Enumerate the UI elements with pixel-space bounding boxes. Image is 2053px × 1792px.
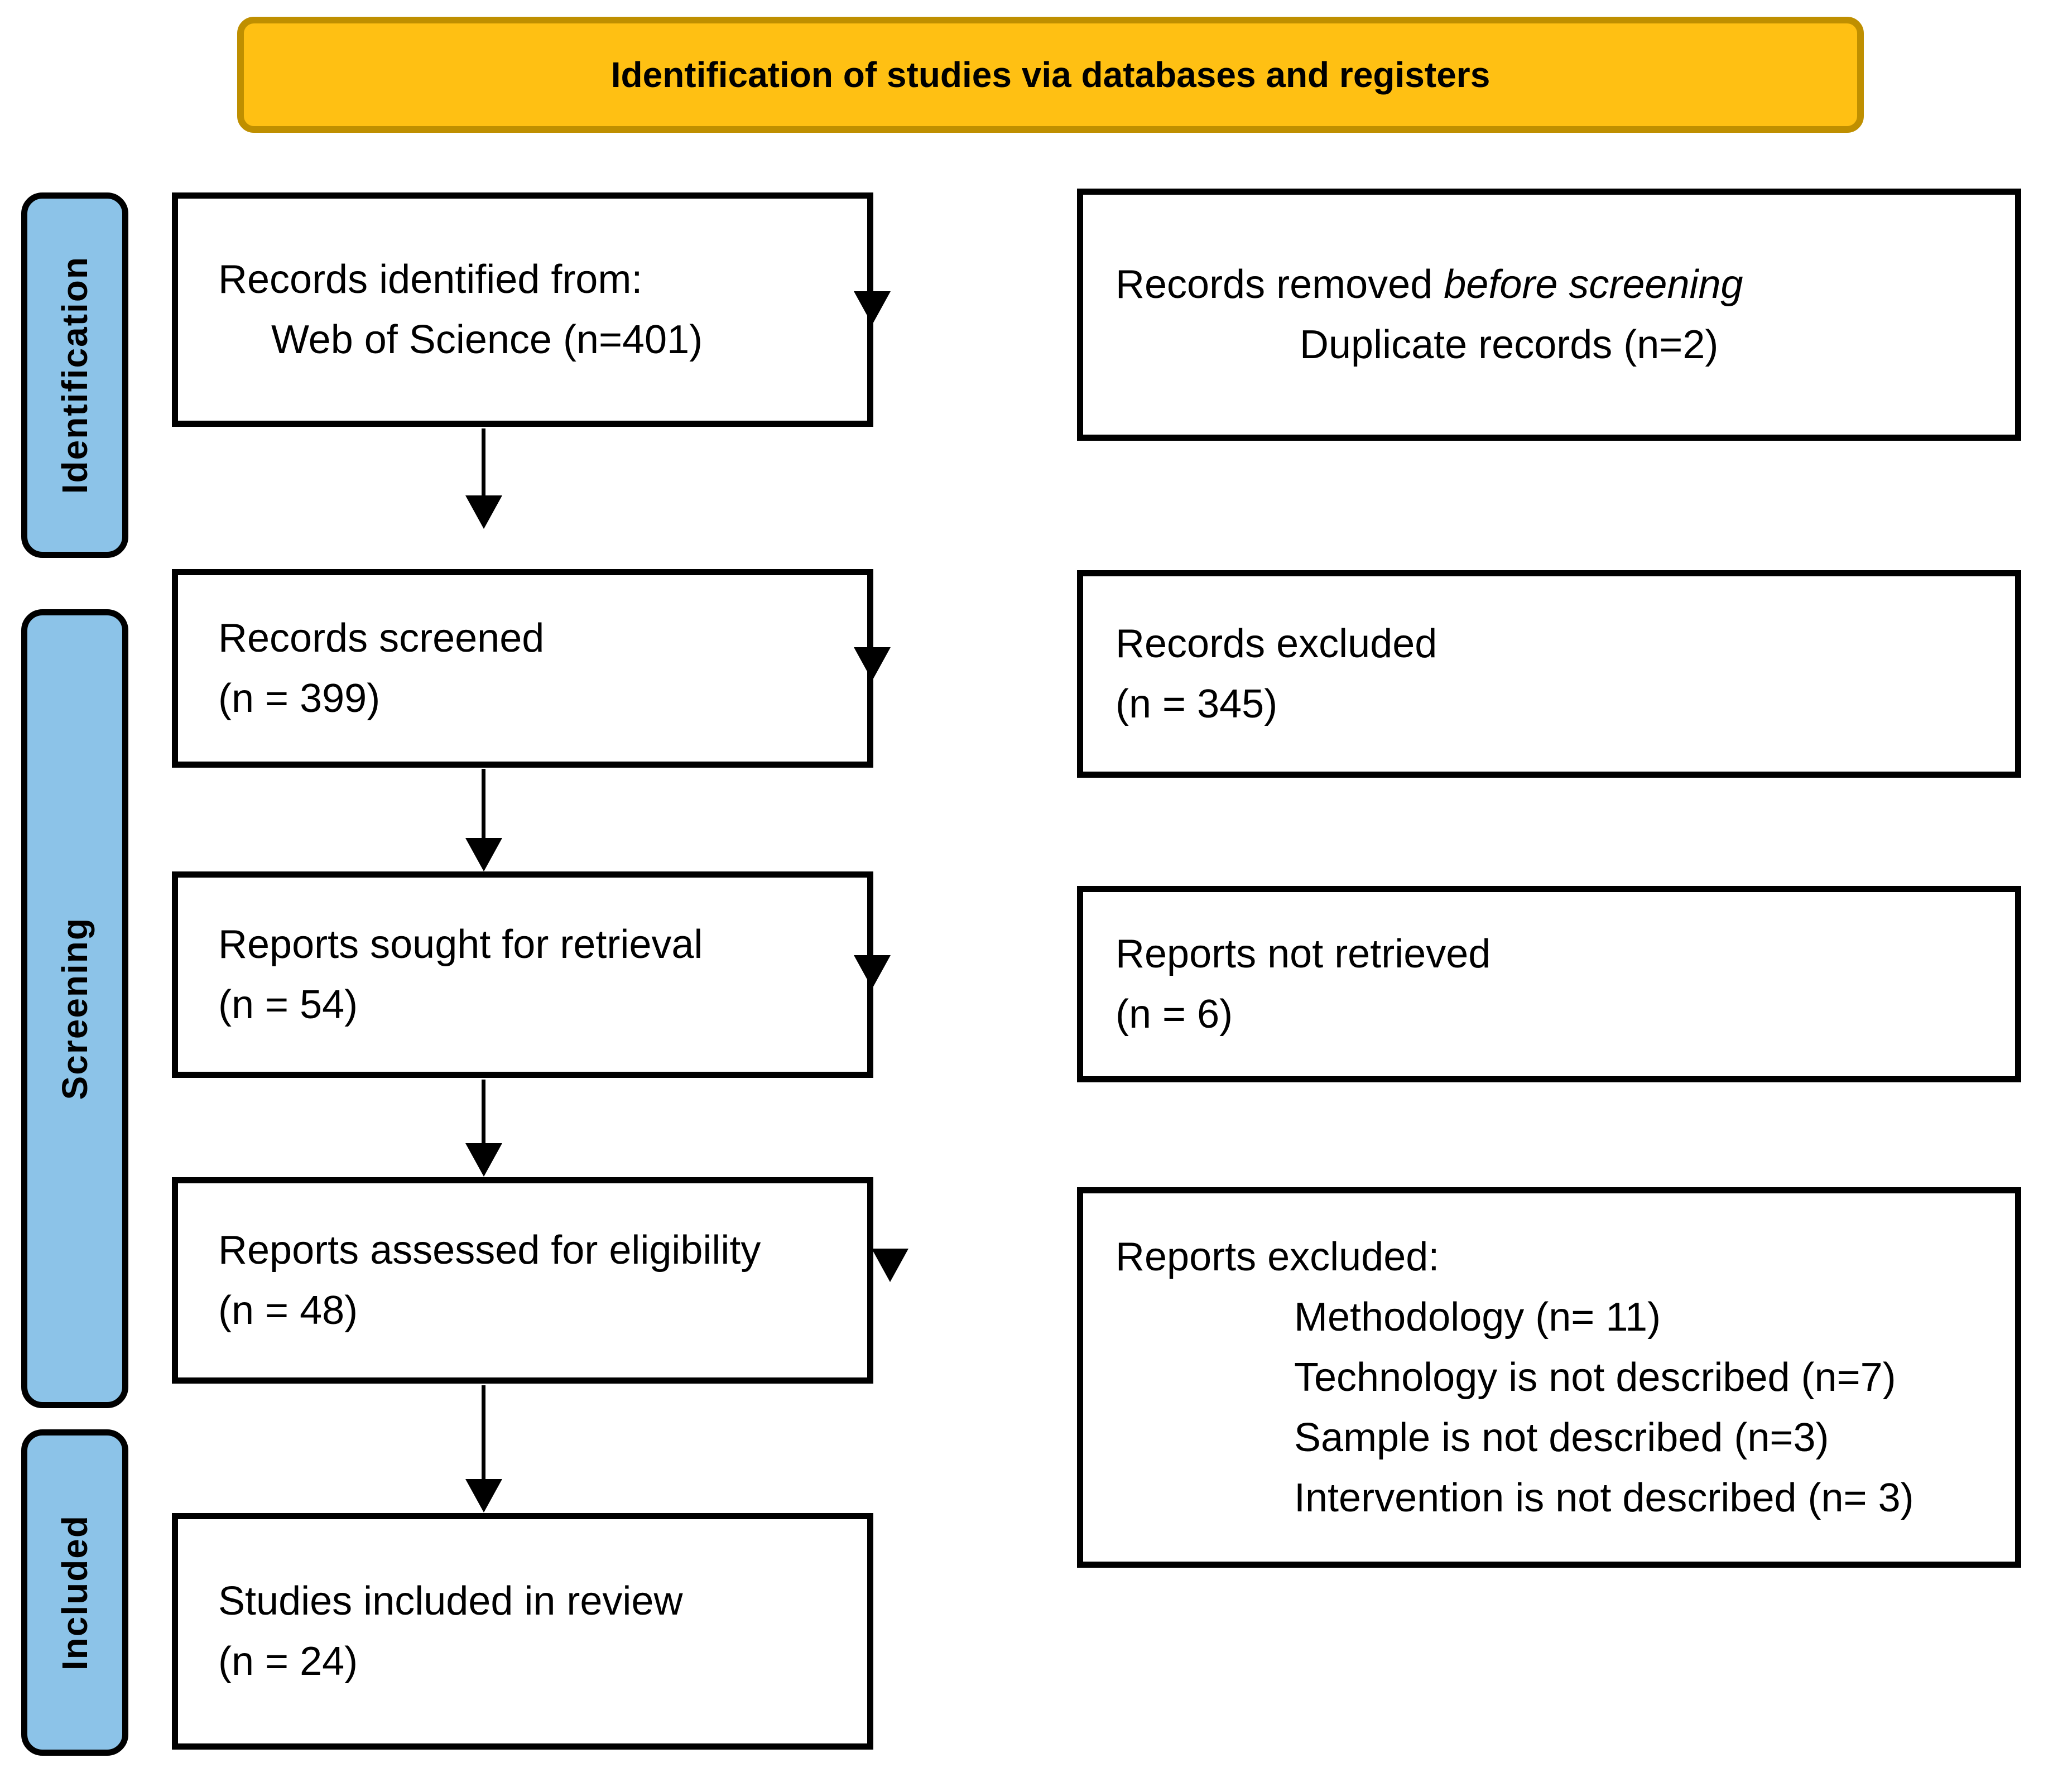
- stage-label-screening: Screening: [21, 609, 128, 1408]
- box-reports-assessed-line1: Reports assessed for eligibility: [218, 1228, 761, 1273]
- box-records-removed-line2: Duplicate records (n=2): [1300, 322, 1719, 367]
- box-records-identified-line1: Records identified from:: [218, 257, 643, 302]
- box-records-identified: Records identified from: Web of Science …: [172, 192, 873, 427]
- arrow-line-assessed-to-included: [482, 1385, 485, 1480]
- arrowhead-to-records-excluded-icon: [854, 647, 891, 681]
- arrowhead-down-icon: [465, 1143, 502, 1177]
- box-studies-included: Studies included in review (n = 24): [172, 1513, 873, 1750]
- arrow-line-screened-to-sought: [482, 769, 485, 839]
- stage-label-identification-text: Identification: [55, 256, 95, 494]
- arrowhead-to-reports-not-retrieved-icon: [854, 955, 891, 989]
- box-reports-excluded-reason: Sample is not described (n=3): [1294, 1415, 1829, 1460]
- box-records-excluded-line1: Records excluded: [1116, 622, 1437, 666]
- box-reports-excluded-reason: Intervention is not described (n= 3): [1294, 1476, 1914, 1520]
- box-reports-excluded-reason: Technology is not described (n=7): [1294, 1355, 1896, 1400]
- box-reports-sought: Reports sought for retrieval (n = 54): [172, 871, 873, 1078]
- arrow-line-sought-to-assessed: [482, 1080, 485, 1144]
- arrowhead-to-reports-excluded-icon: [872, 1249, 908, 1282]
- stage-label-included: Included: [21, 1429, 128, 1756]
- box-reports-assessed-line2: (n = 48): [218, 1288, 358, 1333]
- box-records-screened-line1: Records screened: [218, 616, 545, 661]
- box-records-removed-line1-prefix: Records removed: [1116, 262, 1444, 307]
- box-reports-excluded-reason: Methodology (n= 11): [1294, 1295, 1661, 1340]
- box-studies-included-line1: Studies included in review: [218, 1579, 683, 1624]
- arrow-line-identified-to-screened: [482, 428, 485, 497]
- box-reports-not-retrieved-line1: Reports not retrieved: [1116, 932, 1491, 976]
- box-reports-sought-line2: (n = 54): [218, 982, 358, 1027]
- arrowhead-down-icon: [465, 495, 502, 529]
- box-reports-assessed: Reports assessed for eligibility (n = 48…: [172, 1177, 873, 1384]
- stage-label-included-text: Included: [55, 1514, 95, 1671]
- box-reports-sought-line1: Reports sought for retrieval: [218, 922, 703, 967]
- box-reports-not-retrieved-line2: (n = 6): [1116, 992, 1233, 1037]
- box-records-excluded-line2: (n = 345): [1116, 682, 1278, 726]
- box-records-removed: Records removed before screening Duplica…: [1077, 189, 2021, 441]
- box-records-screened-line2: (n = 399): [218, 676, 381, 721]
- box-reports-excluded-title: Reports excluded:: [1116, 1235, 1440, 1279]
- box-reports-not-retrieved: Reports not retrieved (n = 6): [1077, 886, 2021, 1082]
- arrowhead-to-records-removed-icon: [854, 291, 891, 325]
- box-reports-excluded: Reports excluded: Methodology (n= 11) Te…: [1077, 1187, 2021, 1568]
- box-records-screened: Records screened (n = 399): [172, 569, 873, 768]
- box-records-removed-line1: Records removed before screening: [1116, 254, 2015, 315]
- box-records-identified-line2: Web of Science (n=401): [271, 317, 703, 362]
- arrowhead-down-icon: [465, 1479, 502, 1512]
- stage-label-screening-text: Screening: [55, 917, 95, 1100]
- box-studies-included-line2: (n = 24): [218, 1639, 358, 1684]
- stage-label-identification: Identification: [21, 192, 128, 558]
- box-records-removed-line1-italic: before screening: [1444, 262, 1743, 307]
- box-records-excluded: Records excluded (n = 345): [1077, 570, 2021, 778]
- header-title: Identification of studies via databases …: [610, 55, 1491, 95]
- header-banner: Identification of studies via databases …: [237, 17, 1864, 133]
- arrowhead-down-icon: [465, 838, 502, 871]
